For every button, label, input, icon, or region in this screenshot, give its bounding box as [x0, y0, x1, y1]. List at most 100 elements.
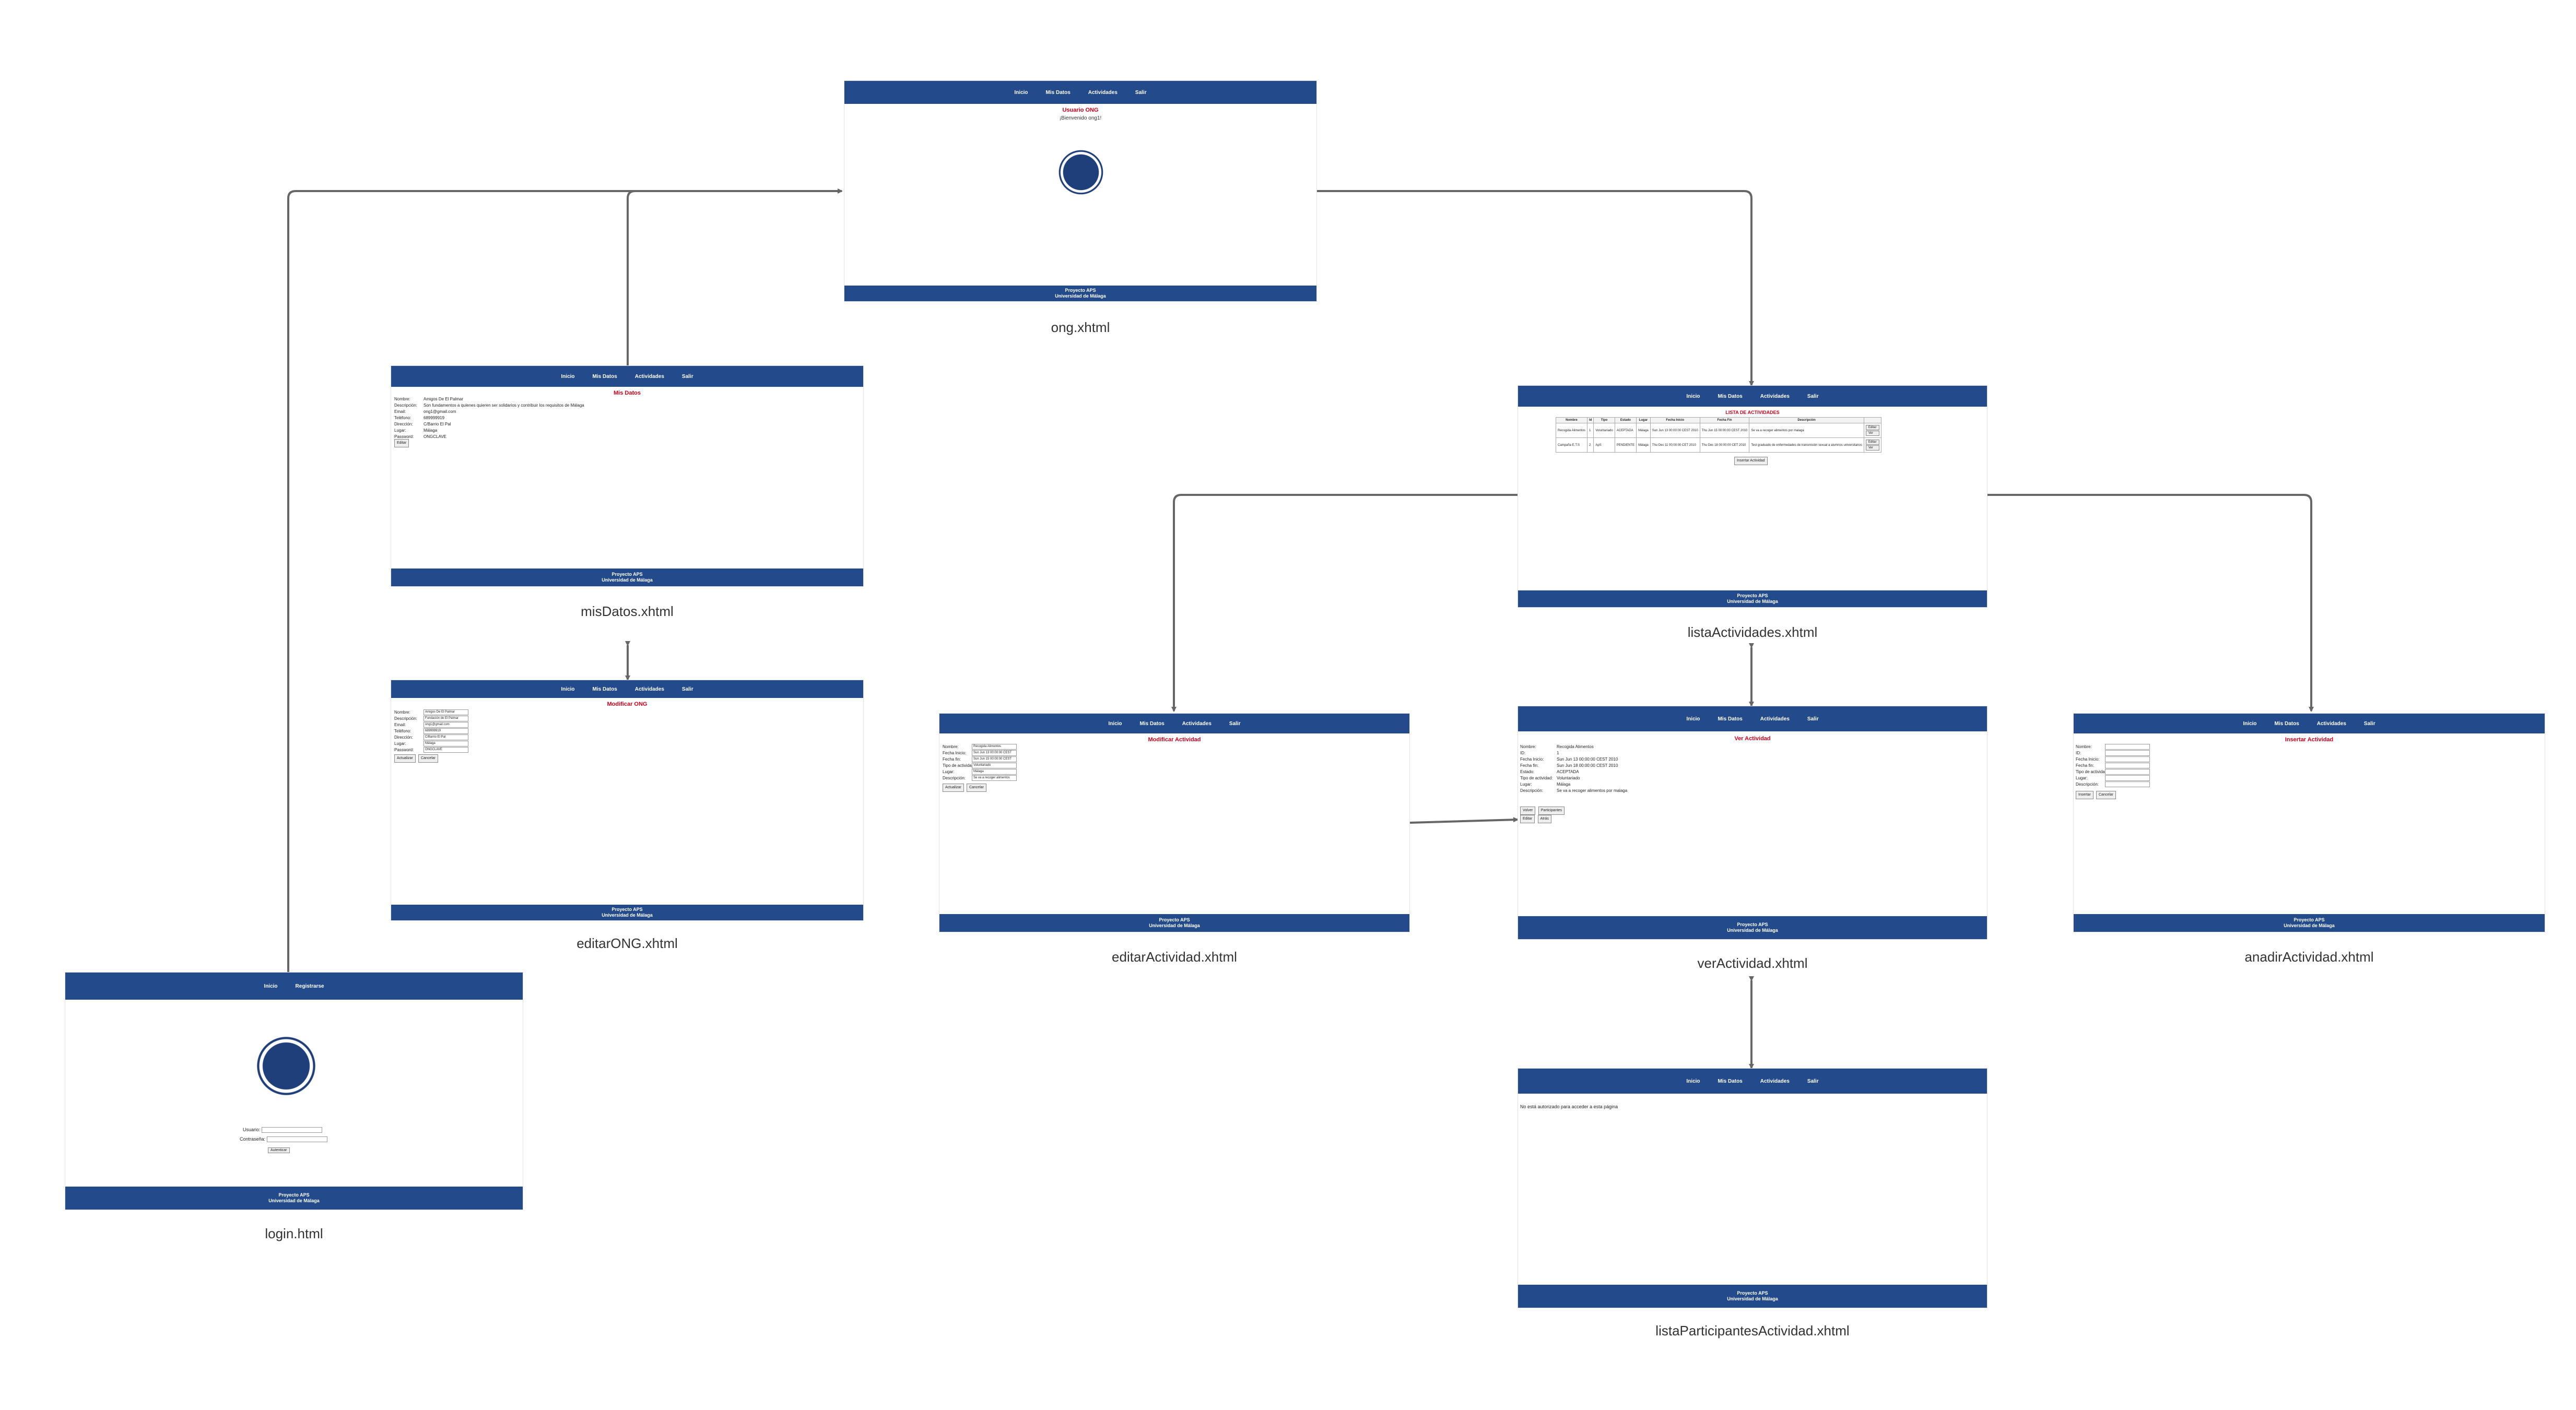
nav-mis-datos[interactable]: Mis Datos	[1045, 89, 1071, 96]
row-edit-button[interactable]: Editar	[1865, 425, 1879, 430]
user-input[interactable]	[262, 1127, 323, 1133]
field-label: Fecha Inicio:	[943, 751, 967, 755]
field-input[interactable]	[2105, 763, 2150, 769]
field-input[interactable]	[2105, 781, 2150, 788]
field-input[interactable]: Recogida Alimentos	[972, 744, 1017, 750]
field-input[interactable]	[2105, 756, 2150, 763]
row-view-button[interactable]: Ver	[1865, 431, 1879, 436]
nav-mis-datos[interactable]: Mis Datos	[592, 686, 617, 692]
nav-salir[interactable]: Salir	[1807, 716, 1819, 722]
nav-mis-datos[interactable]: Mis Datos	[592, 373, 617, 380]
update-button[interactable]: Actualizar	[943, 784, 964, 792]
field-label: Lugar:	[1520, 782, 1532, 787]
cancel-button[interactable]: Cancelar	[418, 754, 438, 763]
label-listaactividades: listaActividades.xhtml	[1687, 624, 1818, 640]
participants-button[interactable]: Participantes	[1538, 807, 1565, 815]
field-value: Se va a recoger alimentos por malaga	[1557, 788, 1628, 793]
login-button[interactable]: Autenticar	[268, 1147, 290, 1153]
table-cell: Thu Dec 18 00:00:00 CET 2010	[1699, 437, 1750, 453]
nav-inicio[interactable]: Inicio	[1014, 89, 1028, 96]
update-button[interactable]: Actualizar	[394, 754, 416, 763]
nav-inicio[interactable]: Inicio	[1686, 1078, 1700, 1084]
nav-inicio[interactable]: Inicio	[561, 686, 575, 692]
edit-button[interactable]: Editar	[394, 439, 409, 447]
field-value: Voluntariado	[1557, 776, 1580, 780]
nav-actividades[interactable]: Actividades	[634, 373, 664, 380]
nav-mis-datos[interactable]: Mis Datos	[1718, 393, 1743, 399]
field-input[interactable]: 689999919	[424, 728, 468, 734]
form-row: Descripción:Se va a recoger alimentos po…	[1520, 788, 1627, 794]
nav-mis-datos[interactable]: Mis Datos	[1139, 720, 1165, 727]
nav-actividades[interactable]: Actividades	[1182, 720, 1211, 727]
field-input[interactable]: Se va a recoger alimentos	[972, 775, 1017, 781]
page-editarong: Inicio Mis Datos Actividades Salir Modif…	[391, 680, 864, 921]
insert-button[interactable]: Insertar	[2076, 791, 2093, 799]
nav-inicio[interactable]: Inicio	[2243, 720, 2257, 727]
table-cell: Se va a recoger alimentos por malaga	[1749, 423, 1864, 438]
field-input[interactable]: C/Barrio El Pal	[424, 734, 468, 741]
nav-salir[interactable]: Salir	[681, 373, 693, 380]
cancel-button[interactable]: Cancelar	[966, 784, 986, 792]
cancel-button[interactable]: Cancelar	[2096, 791, 2116, 799]
edit-button[interactable]: Editar	[1520, 815, 1535, 823]
nav-salir[interactable]: Salir	[1807, 393, 1819, 399]
nav-actividades[interactable]: Actividades	[1760, 716, 1790, 722]
field-label: Nombre:	[394, 397, 410, 401]
row-view-button[interactable]: Ver	[1865, 445, 1879, 451]
page-title: Ver Actividad	[1734, 736, 1771, 742]
footer-line1: Proyecto APS	[1159, 917, 1190, 922]
field-input[interactable]: ong1@gmail.com	[424, 722, 468, 728]
nav-salir[interactable]: Salir	[681, 686, 693, 692]
nav-registrarse[interactable]: Registrarse	[295, 983, 324, 989]
nav-salir[interactable]: Salir	[1135, 89, 1147, 96]
label-login: login.html	[265, 1226, 323, 1241]
nav-mis-datos[interactable]: Mis Datos	[1718, 1078, 1743, 1084]
field-label: Nombre:	[2076, 744, 2092, 749]
password-input[interactable]	[266, 1136, 327, 1143]
nav-actividades[interactable]: Actividades	[634, 686, 664, 692]
field-input[interactable]: Sun Jun 13 00:00:00 CEST	[972, 750, 1017, 756]
field-value: Amigos De El Palmar	[424, 397, 464, 401]
field-input[interactable]: Amigos De El Palmar	[424, 709, 468, 716]
field-input[interactable]: Fundación de El Palmar	[424, 716, 468, 722]
nav-salir[interactable]: Salir	[1807, 1078, 1819, 1084]
nav-bar: Inicio Mis Datos Actividades Salir	[1518, 1069, 1987, 1094]
field-input[interactable]	[2105, 775, 2150, 781]
nav-inicio[interactable]: Inicio	[561, 373, 575, 380]
previous-button[interactable]: Atrás	[1537, 815, 1551, 823]
field-value: Málaga	[424, 428, 438, 433]
nav-inicio[interactable]: Inicio	[264, 983, 278, 989]
add-activity-button[interactable]: Insertar Actividad	[1734, 457, 1768, 465]
nav-actividades[interactable]: Actividades	[1088, 89, 1118, 96]
field-input[interactable]: Voluntariado	[972, 763, 1017, 769]
field-input[interactable]: ONGCLAVE	[424, 747, 468, 753]
field-input[interactable]: Málaga	[972, 769, 1017, 775]
form-buttons: Actualizar Cancelar	[394, 754, 440, 763]
table-cell: 1	[1587, 423, 1594, 438]
page-title: Usuario ONG	[1062, 107, 1099, 113]
nav-inicio[interactable]: Inicio	[1108, 720, 1122, 727]
column-header	[1863, 417, 1881, 423]
nav-actividades[interactable]: Actividades	[1760, 393, 1790, 399]
field-input[interactable]	[2105, 744, 2150, 750]
label-editaractividad: editarActividad.xhtml	[1112, 949, 1237, 965]
nav-mis-datos[interactable]: Mis Datos	[1718, 716, 1743, 722]
nav-inicio[interactable]: Inicio	[1686, 716, 1700, 722]
field-label: Tipo de actividad:	[2076, 769, 2109, 774]
nav-mis-datos[interactable]: Mis Datos	[2274, 720, 2299, 727]
field-input[interactable]: Sun Jun 15 00:00:00 CEST	[972, 756, 1017, 763]
field-input[interactable]	[2105, 750, 2150, 756]
nav-inicio[interactable]: Inicio	[1686, 393, 1700, 399]
nav-actividades[interactable]: Actividades	[2316, 720, 2346, 727]
field-value: Recogida Alimentos	[1557, 744, 1594, 749]
back-button[interactable]: Volver	[1520, 807, 1536, 815]
field-input[interactable]: Málaga	[424, 741, 468, 747]
field-label: Lugar:	[943, 769, 955, 774]
nav-salir[interactable]: Salir	[1229, 720, 1241, 727]
nav-actividades[interactable]: Actividades	[1760, 1078, 1790, 1084]
field-input[interactable]	[2105, 769, 2150, 775]
row-edit-button[interactable]: Editar	[1865, 440, 1879, 445]
form-row: Estado:ACEPTADA	[1520, 769, 1627, 775]
nav-salir[interactable]: Salir	[2363, 720, 2375, 727]
